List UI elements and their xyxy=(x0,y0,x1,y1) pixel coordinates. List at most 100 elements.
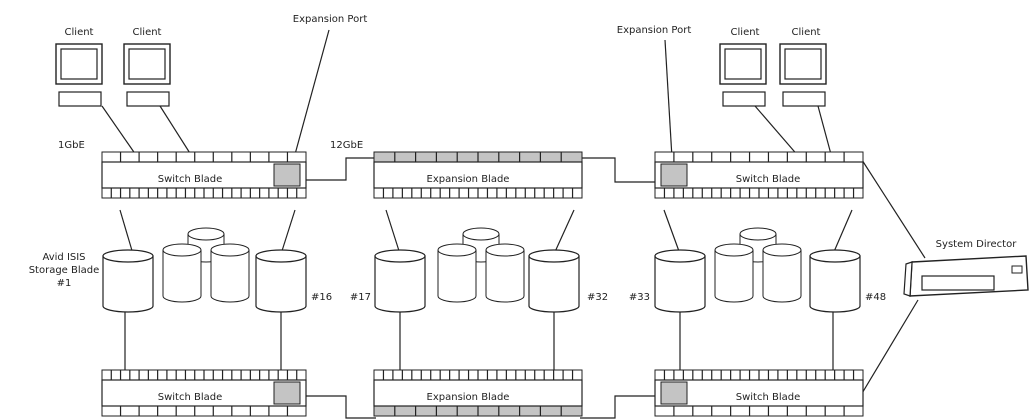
client-monitor xyxy=(720,44,766,106)
cylinder-top xyxy=(103,250,153,262)
client-monitor xyxy=(56,44,102,106)
switch-blade-label-top-right: Switch Blade xyxy=(736,174,801,186)
cluster-cylinder-top xyxy=(188,228,224,240)
keyboard xyxy=(783,92,825,106)
cylinder-top xyxy=(529,250,579,262)
cluster-cylinder-top xyxy=(438,244,476,256)
monitor-screen xyxy=(61,49,97,79)
system-director-link-upper xyxy=(862,160,925,258)
cluster-cylinder-top xyxy=(486,244,524,256)
storage-blade-label-line-1: Avid ISIS xyxy=(42,252,85,264)
cluster-cylinder-side xyxy=(438,250,476,302)
link-12gbe-lower-left xyxy=(304,396,376,418)
storage-link xyxy=(281,210,295,254)
switch-blade-label-top-left: Switch Blade xyxy=(158,174,223,186)
storage-blade-label-line-3: #1 xyxy=(57,278,72,290)
storage-blade-48 xyxy=(810,250,860,312)
storage-cluster-group-3 xyxy=(715,228,801,302)
connection-lines xyxy=(102,30,925,418)
monitor-screen xyxy=(725,49,761,79)
expansion-port-pointer-right xyxy=(665,40,672,158)
storage-blade-16 xyxy=(256,250,306,312)
cylinder-top xyxy=(256,250,306,262)
cluster-cylinder-side xyxy=(486,250,524,302)
system-director-label: System Director xyxy=(936,239,1017,251)
cylinder-side xyxy=(810,256,860,312)
blade-number-16: #16 xyxy=(311,292,332,304)
expansion-port-label-left: Expansion Port xyxy=(293,14,368,26)
link-12gbe-lower-right xyxy=(580,396,662,418)
client-monitor xyxy=(780,44,826,106)
cluster-cylinder-side xyxy=(763,250,801,302)
storage-blade-label-line-2: Storage Blade xyxy=(29,265,100,277)
server-drive-bay xyxy=(922,276,994,290)
cluster-cylinder-side xyxy=(163,250,201,302)
expansion-port-square xyxy=(661,164,687,186)
client-monitor xyxy=(124,44,170,106)
client-link-1gbe xyxy=(755,106,800,158)
client-label-4: Client xyxy=(792,27,821,39)
storage-link xyxy=(833,210,852,254)
storage-link xyxy=(554,210,574,254)
cylinder-top xyxy=(810,250,860,262)
monitor-screen xyxy=(785,49,821,79)
cylinder-top xyxy=(375,250,425,262)
expansion-port-pointer-left xyxy=(294,30,329,158)
cylinder-side xyxy=(103,256,153,312)
port-strip-bottom xyxy=(655,406,863,416)
storage-blade-32 xyxy=(529,250,579,312)
storage-link xyxy=(120,210,133,254)
link-1gbe-label: 1GbE xyxy=(58,140,85,152)
storage-cluster-group-2 xyxy=(438,228,524,302)
expansion-blade-label-bottom: Expansion Blade xyxy=(427,392,510,404)
expansion-port-square xyxy=(661,382,687,404)
client-label-2: Client xyxy=(133,27,162,39)
cylinder-top xyxy=(655,250,705,262)
expansion-blade-label-top: Expansion Blade xyxy=(427,174,510,186)
monitor-screen xyxy=(129,49,165,79)
cylinder-side xyxy=(655,256,705,312)
expansion-port-square xyxy=(274,164,300,186)
server-side-panel xyxy=(904,262,912,296)
storage-blade-33 xyxy=(655,250,705,312)
blade-number-32: #32 xyxy=(587,292,608,304)
storage-blade-1 xyxy=(103,250,153,312)
link-12gbe-upper-right xyxy=(580,158,662,182)
cluster-cylinder-top xyxy=(740,228,776,240)
switch-blade-label-bottom-right: Switch Blade xyxy=(736,392,801,404)
storage-link xyxy=(386,210,400,254)
switch-blade-label-bottom-left: Switch Blade xyxy=(158,392,223,404)
cluster-cylinder-top xyxy=(715,244,753,256)
client-link-1gbe xyxy=(818,106,832,158)
cluster-cylinder-top xyxy=(763,244,801,256)
storage-link xyxy=(664,210,680,254)
cylinder-side xyxy=(256,256,306,312)
cluster-cylinder-side xyxy=(715,250,753,302)
keyboard xyxy=(59,92,101,106)
cylinder-side xyxy=(375,256,425,312)
client-label-3: Client xyxy=(731,27,760,39)
keyboard xyxy=(127,92,169,106)
client-label-1: Client xyxy=(65,27,94,39)
keyboard xyxy=(723,92,765,106)
system-director-server xyxy=(904,256,1028,296)
cylinder-side xyxy=(529,256,579,312)
client-link-1gbe xyxy=(160,106,193,158)
expansion-port-label-right: Expansion Port xyxy=(617,25,692,37)
port-strip-top xyxy=(655,152,863,162)
port-strip-top xyxy=(102,152,306,162)
blade-number-33: #33 xyxy=(629,292,650,304)
link-12gbe-upper-left xyxy=(304,158,376,180)
storage-cluster-group-1 xyxy=(163,228,249,302)
blade-number-17: #17 xyxy=(350,292,371,304)
cluster-cylinder-top xyxy=(211,244,249,256)
blade-number-48: #48 xyxy=(865,292,886,304)
cluster-cylinder-side xyxy=(211,250,249,302)
link-12gbe-label: 12GbE xyxy=(330,140,363,152)
expansion-port-square xyxy=(274,382,300,404)
cluster-cylinder-top xyxy=(463,228,499,240)
client-link-1gbe xyxy=(102,106,138,158)
storage-blade-17 xyxy=(375,250,425,312)
